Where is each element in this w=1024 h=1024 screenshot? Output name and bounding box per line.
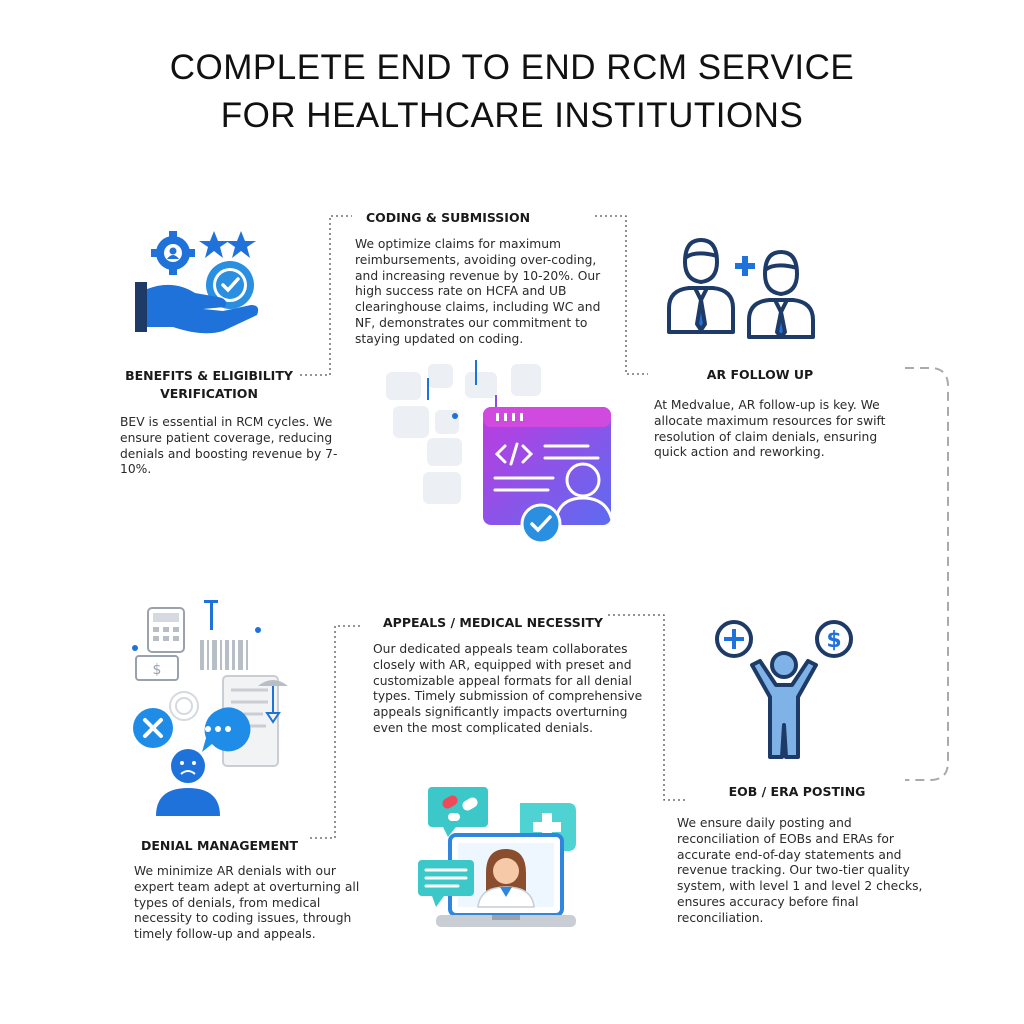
connector-ar-eob [905,367,949,781]
coding-heading: CODING & SUBMISSION [365,210,531,225]
denial-body: We minimize AR denials with our expert t… [134,864,360,942]
connector-appeals-eob [608,614,686,801]
telehealth-icon [418,787,576,927]
coding-body: We optimize claims for maximum reimburse… [355,237,601,346]
svg-text:$: $ [153,662,162,678]
denial-heading: DENIAL MANAGEMENT [140,838,299,853]
connector-denial-appeals [310,625,362,839]
team-plus-icon [667,238,815,339]
connector-coding-ar [595,215,648,375]
denial-scene-icon: $ [132,600,288,816]
ar-heading: AR FOLLOW UP [706,367,814,382]
page-title-line2: FOR HEALTHCARE INSTITUTIONS [220,96,804,135]
coding-screen-icon [386,360,615,545]
svg-text:$: $ [826,628,841,653]
appeals-body: Our dedicated appeals team collaborates … [373,642,643,735]
connector-bev-coding [300,215,352,376]
bev-body: BEV is essential in RCM cycles. We ensur… [120,415,338,477]
eob-heading: EOB / ERA POSTING [728,784,866,799]
page-title-line1: COMPLETE END TO END RCM SERVICE [169,48,855,87]
bev-heading: BENEFITS & ELIGIBILITY VERIFICATION [125,368,293,401]
eob-body: We ensure daily posting and reconciliati… [677,816,923,925]
hand-badge-icon [135,231,259,334]
ar-body: At Medvalue, AR follow-up is key. We all… [654,398,886,460]
appeals-heading: APPEALS / MEDICAL NECESSITY [382,615,603,630]
success-person-icon: $ [715,620,853,759]
